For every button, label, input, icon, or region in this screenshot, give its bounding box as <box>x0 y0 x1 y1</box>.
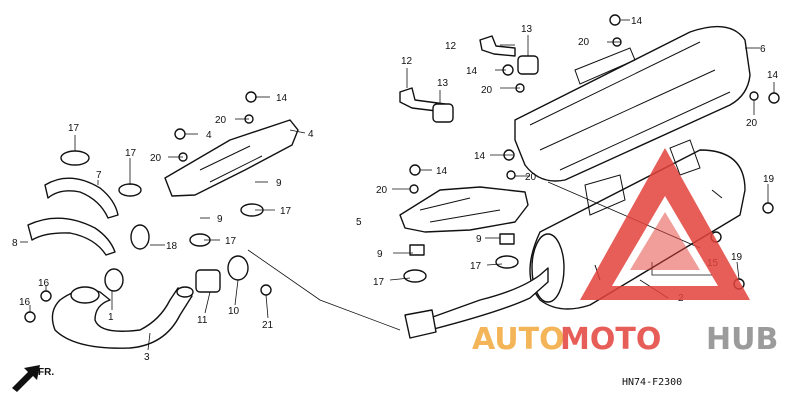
callout-9: 9 <box>217 214 223 225</box>
callout-20: 20 <box>481 85 493 96</box>
callout-4: 4 <box>308 129 314 140</box>
callout-13: 13 <box>521 24 533 35</box>
callout-17: 17 <box>68 123 80 134</box>
callout-19: 19 <box>731 252 743 263</box>
front-pipe-protectors <box>27 177 119 256</box>
front-arrow-icon <box>12 365 40 392</box>
callout-5: 5 <box>356 217 362 228</box>
callout-14: 14 <box>767 70 779 81</box>
callout-20: 20 <box>578 37 590 48</box>
pipe-protector <box>164 119 299 197</box>
callout-14: 14 <box>474 151 486 162</box>
clamps-and-gaskets <box>60 150 519 293</box>
callout-8: 8 <box>12 238 18 249</box>
middle-protector <box>399 186 529 233</box>
exhaust-pipe <box>404 267 549 339</box>
triangle-emblem-icon <box>580 148 750 300</box>
callout-10: 10 <box>228 306 240 317</box>
callout-16: 16 <box>19 297 31 308</box>
front-label: FR. <box>38 367 54 378</box>
muffler-protector <box>514 25 751 182</box>
callout-14: 14 <box>466 66 478 77</box>
front-direction-indicator: FR. <box>12 365 54 392</box>
callout-9: 9 <box>476 234 482 245</box>
callout-9: 9 <box>276 178 282 189</box>
callout-13: 13 <box>437 78 449 89</box>
callout-4: 4 <box>206 130 212 141</box>
watermark-word-moto: MOTO <box>560 322 661 357</box>
callout-21: 21 <box>262 320 274 331</box>
front-pipe <box>51 286 194 349</box>
callout-20: 20 <box>215 115 227 126</box>
drawing-code: HN74-F2300 <box>622 377 682 388</box>
callout-1: 1 <box>108 312 114 323</box>
callout-14: 14 <box>276 93 288 104</box>
callout-18: 18 <box>166 241 178 252</box>
callout-17: 17 <box>373 277 385 288</box>
callout-17: 17 <box>470 261 482 272</box>
callout-9: 9 <box>377 249 383 260</box>
watermark-word-hub: HUB <box>706 322 778 357</box>
callout-20: 20 <box>746 118 758 129</box>
callout-20: 20 <box>150 153 162 164</box>
callout-12: 12 <box>445 41 457 52</box>
callout-12: 12 <box>401 56 413 67</box>
callout-7: 7 <box>96 170 102 181</box>
callout-14: 14 <box>631 16 643 27</box>
callout-11: 11 <box>197 315 208 326</box>
watermark-word-auto: AUTO <box>472 322 565 357</box>
callout-17: 17 <box>125 148 137 159</box>
callout-6: 6 <box>760 44 766 55</box>
callout-17: 17 <box>280 206 292 217</box>
callout-16: 16 <box>38 278 50 289</box>
callout-20: 20 <box>376 185 388 196</box>
callout-14: 14 <box>436 166 448 177</box>
callout-19: 19 <box>763 174 775 185</box>
callout-3: 3 <box>144 352 150 363</box>
callout-17: 17 <box>225 236 237 247</box>
watermark-logo: AUTO MOTO HUB <box>472 148 778 357</box>
callout-20: 20 <box>525 172 537 183</box>
leader-lines <box>20 19 775 351</box>
